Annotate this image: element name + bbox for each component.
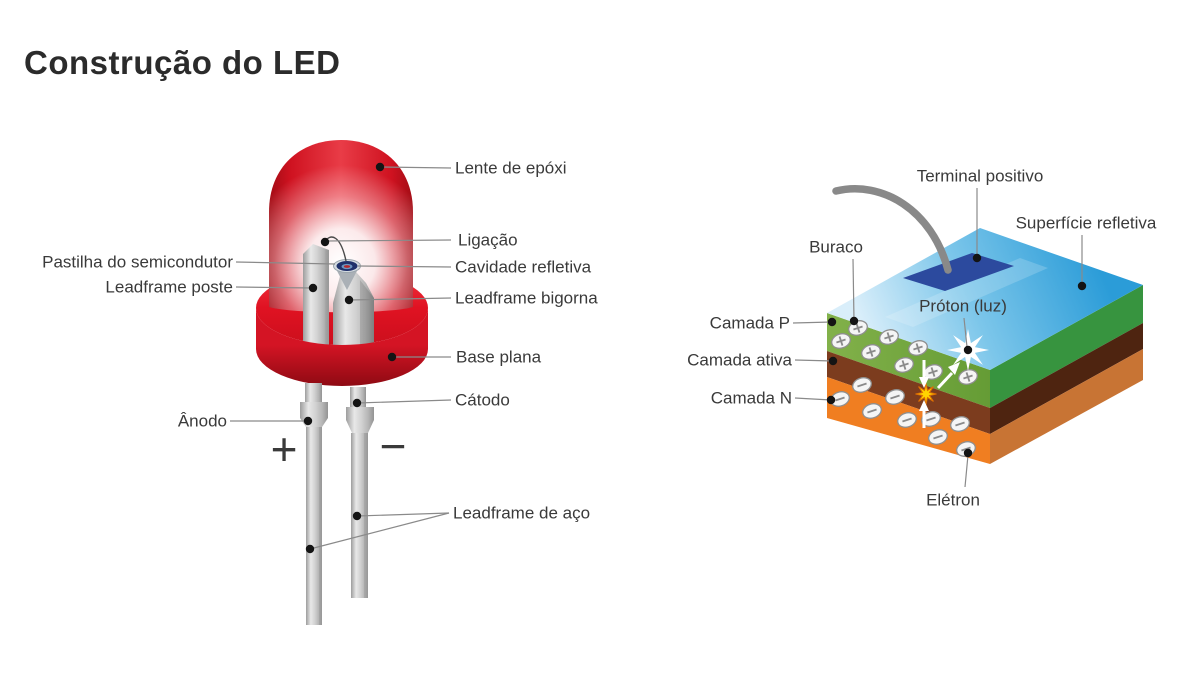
label-camada-p: Camada P <box>710 314 790 333</box>
cathode-polarity-symbol: − <box>380 420 407 472</box>
chip-top-face <box>827 228 1143 370</box>
label-lente: Lente de epóxi <box>455 159 567 178</box>
led-callout-dots <box>303 162 397 554</box>
label-superficie-refletiva: Superfície refletiva <box>1016 214 1157 233</box>
label-cavidade: Cavidade refletiva <box>455 258 592 277</box>
anode-polarity-symbol: + <box>271 423 298 475</box>
chip-right-faces <box>990 285 1143 464</box>
label-pastilha: Pastilha do semicondutor <box>42 253 233 272</box>
label-terminal-positivo: Terminal positivo <box>917 167 1044 186</box>
label-proton-luz: Próton (luz) <box>919 297 1007 316</box>
chip-diagram: Terminal positivo Superfície refletiva B… <box>687 167 1157 510</box>
label-anodo: Ânodo <box>178 412 227 431</box>
label-poste: Leadframe poste <box>105 278 233 297</box>
chip-callouts <box>792 188 1083 488</box>
label-camada-n: Camada N <box>711 389 792 408</box>
label-bigorna: Leadframe bigorna <box>455 289 598 308</box>
led-diagram: + − Le <box>42 140 598 625</box>
top-face-sheen <box>885 258 1048 327</box>
carrier-flow-arrows <box>919 360 960 428</box>
led-flange-side <box>256 308 428 386</box>
label-ligacao: Ligação <box>458 231 518 250</box>
anode-leg <box>300 383 328 625</box>
led-internal-leadframes <box>303 236 374 352</box>
reflective-cavity <box>333 259 361 273</box>
label-buraco: Buraco <box>809 238 863 257</box>
label-camada-ativa: Camada ativa <box>687 351 792 370</box>
chip-labels: Terminal positivo Superfície refletiva B… <box>687 167 1157 510</box>
semiconductor-die <box>343 265 351 268</box>
terminal-wire <box>832 185 952 274</box>
recombination-spark-icon <box>915 383 937 405</box>
active-layer-face <box>827 351 990 434</box>
label-catodo: Cátodo <box>455 391 510 410</box>
label-base-plana: Base plana <box>456 348 542 367</box>
cathode-leg <box>346 387 374 598</box>
leadframe-post <box>303 244 329 352</box>
cavity-cone <box>336 269 358 290</box>
page-title: Construção do LED <box>24 44 341 82</box>
chip-callout-dots <box>826 253 1087 458</box>
led-callouts <box>230 166 452 550</box>
label-eletron: Elétron <box>926 491 980 510</box>
leadframe-anvil <box>333 270 374 352</box>
positive-terminal-pad <box>903 253 1014 291</box>
led-labels: Lente de epóxi Ligação Cavidade refletiv… <box>42 159 598 523</box>
label-leadframe-aco: Leadframe de aço <box>453 504 590 523</box>
